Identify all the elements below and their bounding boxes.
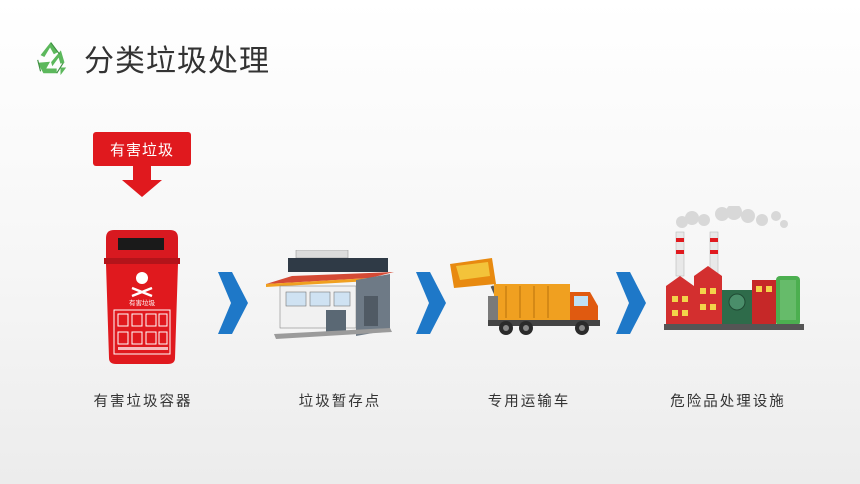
- header: 分类垃圾处理: [32, 36, 270, 80]
- flow-arrow-icon: [218, 272, 248, 334]
- page-title: 分类垃圾处理: [84, 44, 270, 79]
- step-label: 危险品处理设施: [670, 394, 786, 410]
- svg-text:有害垃圾: 有害垃圾: [129, 298, 156, 307]
- flow-arrow-icon: [616, 272, 646, 334]
- step-label: 专用运输车: [487, 394, 571, 410]
- category-tag: 有害垃圾: [93, 132, 191, 166]
- hazardous-bin-icon: 有害垃圾: [104, 230, 180, 364]
- garbage-truck-icon: [450, 258, 600, 335]
- storage-station-icon: [266, 250, 394, 339]
- recycle-icon: [37, 41, 67, 76]
- down-arrow-icon: [122, 166, 162, 197]
- step-label: 有害垃圾容器: [93, 394, 193, 410]
- flow-arrow-icon: [416, 272, 446, 334]
- treatment-plant-icon: [664, 206, 804, 330]
- step-label: 垃圾暂存点: [298, 394, 382, 410]
